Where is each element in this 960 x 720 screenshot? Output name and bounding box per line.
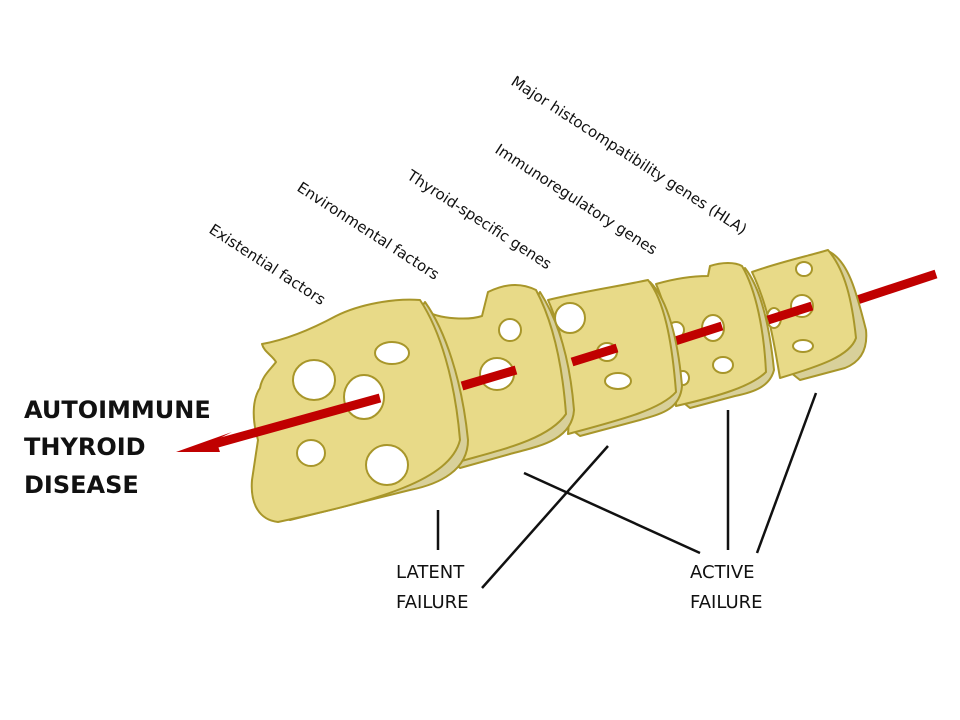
active-failure-label-line-1: ACTIVE bbox=[690, 562, 755, 583]
outcome-label-line-2: THYROID bbox=[24, 433, 146, 461]
cheese-slice-3 bbox=[547, 279, 683, 437]
arrow-shaft-segment-2 bbox=[460, 365, 518, 391]
latent-failure-label-line-1: LATENT bbox=[396, 562, 465, 583]
latent-failure-label-line-2: FAILURE bbox=[396, 592, 469, 613]
arrow-head-icon bbox=[176, 432, 232, 452]
leader-latent-2 bbox=[481, 445, 609, 589]
cheese-slice-5 bbox=[751, 249, 868, 381]
factor-label-hla-genes: Major histocompatibility genes (HLA) bbox=[508, 72, 750, 238]
factor-label-existential: Existential factors bbox=[206, 220, 329, 309]
leader-active-1 bbox=[523, 471, 701, 555]
arrow-shaft-segment-4 bbox=[670, 321, 724, 347]
active-failure-label-line-2: FAILURE bbox=[690, 592, 763, 613]
arrow-shaft-front bbox=[212, 393, 382, 449]
arrow-shaft-segment-3 bbox=[570, 343, 619, 367]
outcome-label-line-1: AUTOIMMUNE bbox=[24, 396, 211, 424]
outcome-label-line-3: DISEASE bbox=[24, 471, 139, 499]
arrow-shaft-segment-5 bbox=[766, 301, 814, 325]
leader-active-3 bbox=[755, 392, 818, 554]
factor-label-environmental: Environmental factors bbox=[294, 178, 443, 283]
cheese-slice-1 bbox=[250, 298, 469, 523]
